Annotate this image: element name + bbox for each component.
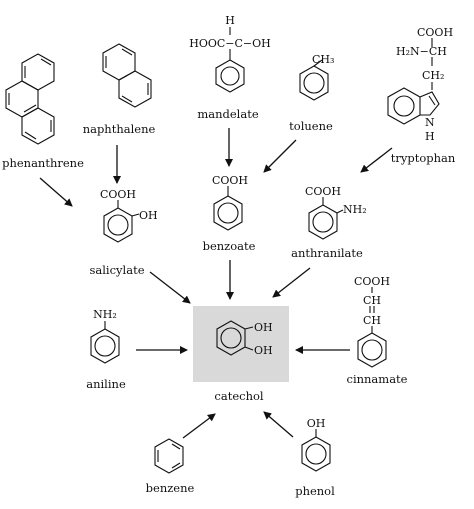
toluene-label: toluene [289,119,333,133]
salicylate-oh-label: OH [139,209,158,222]
cinnamate-cooh-label: COOH [354,275,390,288]
mandelate-structure [215,27,245,93]
tryptophan-label: tryptophan [391,151,456,165]
phenol-oh-label: OH [307,417,326,430]
anthranilate-label: anthranilate [291,246,363,260]
salicylate-cooh-label: COOH [100,188,136,201]
naphthalene-structure [102,43,152,108]
mandelate-label: mandelate [197,107,258,121]
tryptophan-ch2-label: CH₂ [422,69,444,82]
arrow-benzene-to-catechol [182,413,216,439]
mandelate-h-label: H [225,14,235,27]
cinnamate-label: cinnamate [347,372,408,386]
salicylate-label: salicylate [89,263,144,277]
benzoate-cooh-label: COOH [212,174,248,187]
phenol-label: phenol [295,484,335,498]
tryptophan-nh-h-label: H [425,130,435,143]
arrow-tryptophan-to-anthranilate [360,147,393,173]
tryptophan-cooh-label: COOH [417,26,453,39]
catechol-oh-top-label: OH [254,321,273,334]
naphthalene-label: naphthalene [83,122,156,136]
anthranilate-cooh-label: COOH [305,185,341,198]
cinnamate-structure [357,287,387,368]
phenanthrene-structure [5,53,55,145]
catechol-oh-bottom-label: OH [254,344,273,357]
benzene-structure [154,438,184,474]
tryptophan-n-label: N [425,116,435,129]
cinnamate-ch-lower-label: CH [363,314,381,327]
arrow-phenanthrene-to-salicylate [39,177,73,207]
aniline-label: aniline [86,377,126,391]
benzoate-label: benzoate [203,239,256,253]
aniline-nh2-label: NH₂ [93,308,117,321]
catechol-highlight-box [193,306,289,382]
toluene-structure [299,59,329,101]
catechol-label: catechol [214,389,263,403]
benzene-label: benzene [146,481,195,495]
anthranilate-nh2-label: NH₂ [343,203,367,216]
cinnamate-ch-upper-label: CH [363,294,381,307]
mandelate-substituent-label: HOOC−C−OH [189,37,271,50]
catechol-structure [216,320,254,356]
tryptophan-amine-label: H₂N−CH [396,45,447,58]
arrow-salicylate-to-catechol [149,271,191,304]
benzoate-structure [213,186,243,231]
arrow-phenol-to-catechol [263,411,294,438]
arrow-anthranilate-to-catechol [272,267,311,298]
tryptophan-structure [387,38,440,125]
phenol-structure [301,429,331,472]
aniline-structure [90,321,120,364]
anthranilate-structure [308,197,344,240]
salicylate-structure [103,200,140,243]
arrow-toluene-to-benzoate [263,139,297,173]
toluene-methyl-label: CH₃ [312,53,334,66]
phenanthrene-label: phenanthrene [2,156,84,170]
